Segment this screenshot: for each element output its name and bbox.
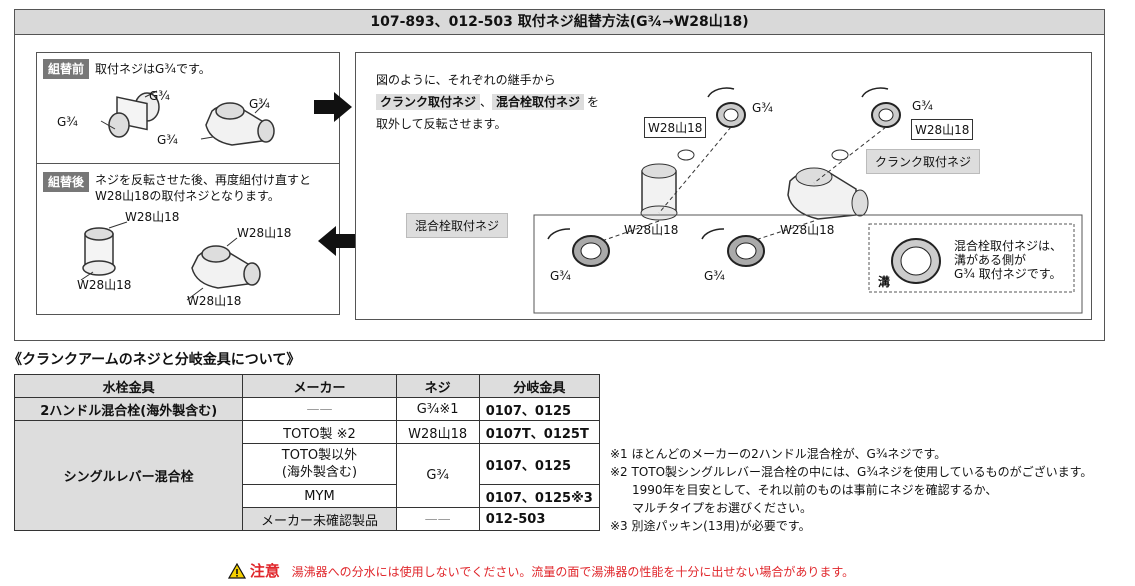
before-fittings-illustration — [100, 90, 275, 146]
elbow-fitting-icon — [787, 167, 869, 220]
straight-fitting-icon — [82, 227, 116, 276]
after-label-4: W28山18 — [187, 294, 242, 308]
cell-fixture: 2ハンドル混合栓(海外製含む) — [13, 397, 244, 421]
cell-maker: TOTO製以外 (海外製含む) — [242, 443, 397, 485]
note-2c: マルチタイプをお選びください。 — [632, 501, 813, 515]
nut-icon — [572, 235, 610, 267]
cell-screw: G¾※1 — [395, 397, 480, 421]
cell-screw: W28山18 — [395, 420, 480, 444]
left-arrow-icon — [318, 226, 356, 256]
header-bar: 107-893、012-503 取付ネジ組替方法(G¾→W28山18) — [14, 9, 1105, 35]
after-text-2: W28山18の取付ネジとなります。 — [95, 189, 280, 203]
header-branch: 分岐金具 — [478, 374, 601, 398]
nut-icon — [871, 102, 901, 128]
cell-maker-line2: (海外製含む) — [281, 465, 358, 480]
crank-label: クランク取付ネジ — [866, 149, 981, 174]
before-label-2: G¾ — [57, 115, 78, 129]
cell-screw: G¾ — [395, 443, 480, 508]
note-1: ※1 ほとんどのメーカーの2ハンドル混合栓が、G¾ネジです。 — [610, 447, 947, 461]
after-label-1: W28山18 — [125, 210, 180, 224]
cell-fixture-single-lever: シングルレバー混合栓 — [13, 420, 244, 531]
cell-screw: —— — [395, 507, 480, 531]
elbow-fitting-icon — [191, 245, 261, 289]
label-top-left-w: W28山18 — [644, 117, 707, 138]
after-fittings-illustration — [80, 221, 261, 301]
groove-note-1: 混合栓取付ネジは、 — [954, 239, 1063, 253]
instruction-line-1: 図のように、それぞれの継手から — [376, 73, 556, 87]
exploded-view-illustration — [533, 87, 1083, 314]
before-tag: 組替前 — [43, 59, 90, 79]
label-bottom-left-g: G¾ — [550, 269, 571, 283]
label-bottom-right-g: G¾ — [704, 269, 725, 283]
section-title: 《クランクアームのネジと分岐金具について》 — [8, 352, 301, 368]
before-text: 取付ネジはG¾です。 — [95, 62, 211, 76]
instruction-suffix: を — [587, 95, 600, 109]
instruction-line-3: 取外して反転させます。 — [376, 117, 507, 131]
cell-branch: 0107T、0125T — [478, 420, 601, 444]
nut-icon — [727, 235, 765, 267]
label-bottom-left-w: W28山18 — [624, 223, 679, 237]
note-2: ※2 TOTO製シングルレバー混合栓の中には、G¾ネジを使用しているものがござい… — [610, 465, 1093, 479]
after-text-1: ネジを反転させた後、再度組付け直すと — [95, 173, 312, 187]
label-top-right-w: W28山18 — [911, 119, 974, 140]
instruction-sep: 、 — [480, 95, 493, 109]
groove-label: 溝 — [878, 275, 891, 289]
after-panel: 組替後 ネジを反転させた後、再度組付け直すと W28山18の取付ネジとなります。… — [36, 163, 340, 315]
right-arrow-icon — [314, 92, 352, 122]
cell-maker: —— — [242, 397, 397, 421]
straight-fitting-icon — [640, 163, 678, 221]
header-screw: ネジ — [395, 374, 480, 398]
after-tag: 組替後 — [43, 172, 90, 192]
table-row: 2ハンドル混合栓(海外製含む) —— G¾※1 0107、0125 — [13, 397, 601, 421]
cell-maker-line1: TOTO製以外 — [281, 448, 358, 463]
mixer-tag-inline: 混合栓取付ネジ — [492, 94, 585, 110]
cell-branch: 0107、0125 — [478, 397, 601, 421]
table-row: MYM 0107、0125※3 — [15, 484, 601, 508]
cell-maker: TOTO製 ※2 — [242, 420, 397, 444]
note-2b: 1990年を目安として、それ以前のものは事前にネジを確認するか、 — [632, 483, 998, 497]
label-top-right-g: G¾ — [912, 99, 933, 113]
cell-branch: 012-503 — [478, 507, 601, 531]
cell-branch: 0107、0125※3 — [478, 484, 601, 508]
header-maker: メーカー — [242, 374, 397, 398]
cell-maker: メーカー未確認製品 — [242, 507, 397, 531]
mixer-label: 混合栓取付ネジ — [406, 213, 509, 238]
crank-tag-inline: クランク取付ネジ — [376, 94, 481, 110]
groove-nut-icon — [891, 238, 941, 284]
cell-branch: 0107、0125 — [478, 443, 601, 485]
elbow-fitting-icon — [205, 102, 275, 146]
before-label-3: G¾ — [249, 97, 270, 111]
after-label-2: W28山18 — [77, 278, 132, 292]
cell-maker: MYM — [242, 484, 397, 508]
fitting-table: 水栓金具 メーカー ネジ 分岐金具 2ハンドル混合栓(海外製含む) —— G¾※… — [13, 374, 601, 531]
label-top-left-g: G¾ — [752, 101, 773, 115]
instruction-panel: 図のように、それぞれの継手から クランク取付ネジ、混合栓取付ネジを 取外して反転… — [355, 52, 1092, 320]
diagram-frame — [14, 34, 1105, 341]
warning-icon — [227, 562, 247, 579]
before-label-1: G¾ — [149, 89, 170, 103]
table-row: メーカー未確認製品 —— 012-503 — [15, 507, 601, 531]
header-fixture: 水栓金具 — [13, 374, 244, 398]
page-title: 107-893、012-503 取付ネジ組替方法(G¾→W28山18) — [370, 14, 749, 30]
table-row: TOTO製以外 (海外製含む) G¾ 0107、0125 — [15, 443, 601, 508]
caution-label: 注意 — [249, 562, 280, 580]
caution-line: 注意 湯沸器への分水には使用しないでください。流量の面で湯沸器の性能を十分に出せ… — [227, 560, 855, 581]
groove-note-2: 溝がある側が — [954, 253, 1027, 267]
table-row: シングルレバー混合栓 TOTO製 ※2 W28山18 0107T、0125T — [13, 420, 601, 531]
caution-text: 湯沸器への分水には使用しないでください。流量の面で湯沸器の性能を十分に出せない場… — [291, 565, 855, 579]
table-header-row: 水栓金具 メーカー ネジ 分岐金具 — [13, 374, 601, 398]
before-panel: 組替前取付ネジはG¾です。 G¾ G¾ G¾ G¾ — [36, 52, 340, 164]
groove-note-3: G¾ 取付ネジです。 — [954, 267, 1062, 281]
before-label-4: G¾ — [157, 133, 178, 147]
after-label-3: W28山18 — [237, 226, 292, 240]
nut-icon — [716, 102, 746, 128]
note-3: ※3 別途パッキン(13用)が必要です。 — [610, 519, 811, 533]
label-bottom-right-w: W28山18 — [780, 223, 835, 237]
